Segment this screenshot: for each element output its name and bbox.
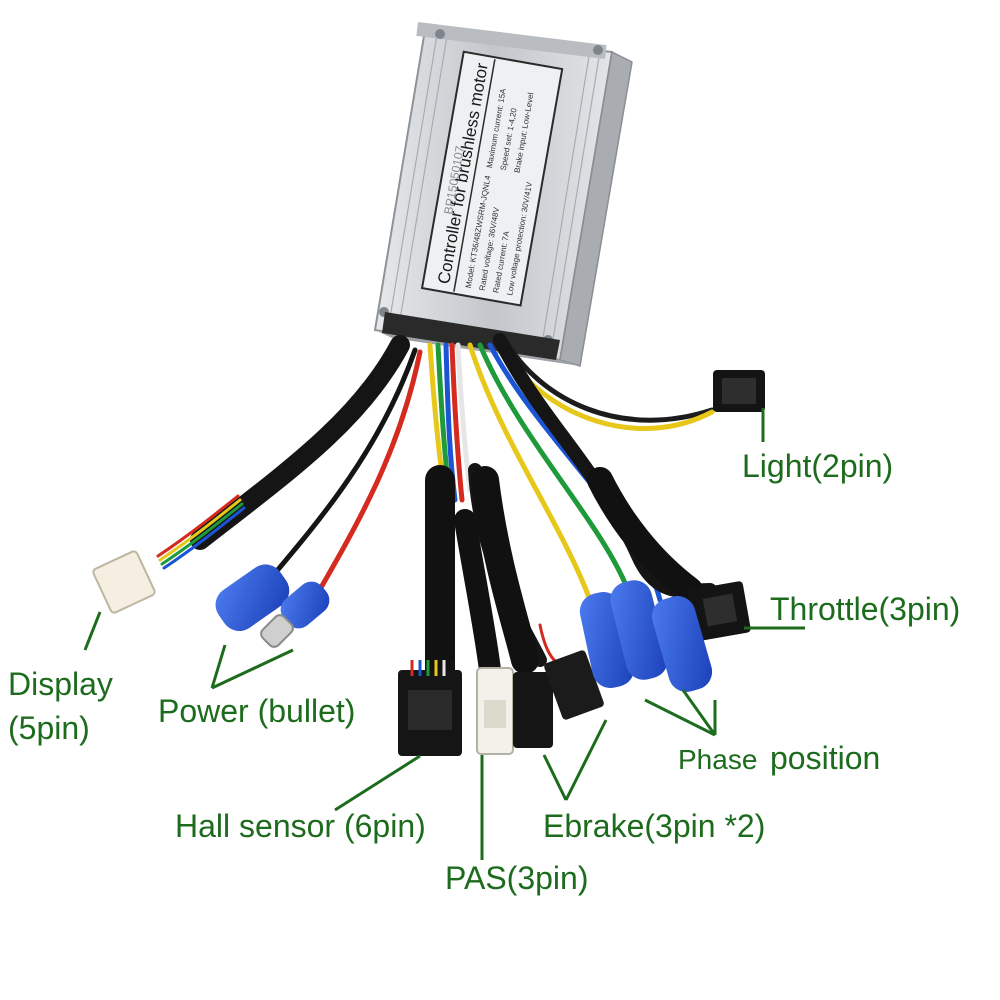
display-label-line2: (5pin) <box>8 710 90 746</box>
cable-sleeves <box>424 465 703 685</box>
phase-connectors <box>579 580 713 692</box>
power-label: Power (bullet) <box>158 693 356 729</box>
phase-label-word2: position <box>770 740 881 776</box>
phase-label-word1: Phase <box>678 744 758 775</box>
pas-connector <box>476 667 514 755</box>
ebrake-connectors <box>513 650 604 748</box>
throttle-connector <box>688 581 751 641</box>
light-label: Light(2pin) <box>742 448 894 484</box>
pas-label: PAS(3pin) <box>445 860 589 896</box>
power-connectors <box>215 564 330 648</box>
display-connector <box>92 550 156 614</box>
light-connector <box>713 370 765 412</box>
controller-box: Controller for brushless motor Model: KT… <box>373 22 633 367</box>
display-label-line1: Display <box>8 666 113 702</box>
hall-connector <box>398 660 462 756</box>
callout-lines <box>83 408 805 860</box>
hall-label: Hall sensor (6pin) <box>175 808 426 844</box>
ebrake-label: Ebrake(3pin *2) <box>543 808 766 844</box>
throttle-label: Throttle(3pin) <box>770 591 961 627</box>
